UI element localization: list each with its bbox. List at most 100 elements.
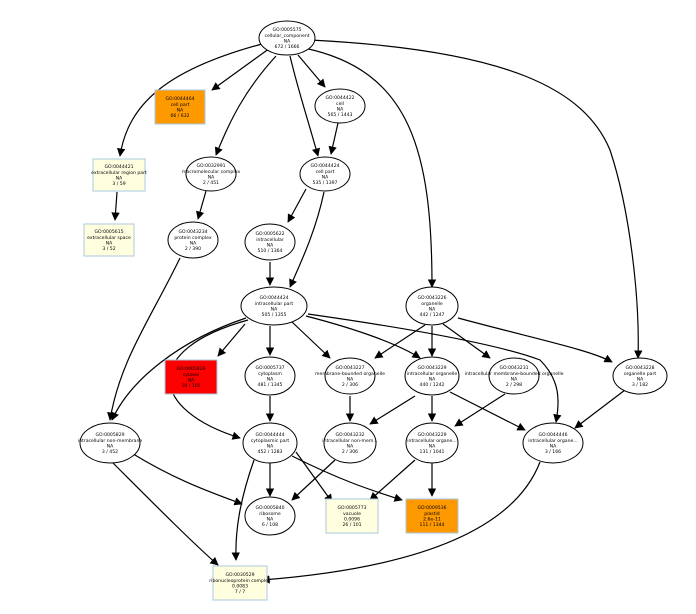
edge-n3-n6 [111,191,120,221]
node-label-line: cell part [316,169,335,175]
node-label-line: NA [267,376,274,382]
node-label-line: GO:0005829 [176,366,205,372]
node-ellipse [522,422,584,464]
node-box [83,223,135,257]
node-label-line: 481 / 1345 [258,382,283,388]
edge-n18-n25 [231,459,255,561]
node-ellipse [612,357,668,395]
edge-n0-n4 [214,55,277,156]
edge-n0-n2 [297,54,326,88]
node-label-line: plastid [424,511,439,517]
edge-n9-n13 [291,321,331,359]
node-label-line: NA [107,443,114,449]
node-box [164,359,218,395]
edge-n19-n22 [291,459,336,501]
node-label-line: 111 / 1344 [420,522,445,528]
node-box [405,498,459,534]
node-ellipse [167,221,219,259]
node-label-line: GO:0005737 [255,365,284,371]
node-label-line: 26 / 101 [342,522,361,528]
node-label-line: NA [429,376,436,382]
node-label-line: GO:0044421 [104,164,133,170]
node-ellipse [242,422,298,464]
node-label-line: 535 / 1397 [313,180,338,186]
edge-n0-n1 [211,47,271,91]
node-label-line: membrane-bounded organelle [315,371,385,377]
node-label-line: GO:0005615 [94,229,123,235]
node-label-line: 6 / 108 [262,522,278,528]
node-label-line: vacuole [343,511,361,517]
edge-n9-n21 [307,313,562,423]
node-label-line: GO:0044444 [255,432,284,438]
node-label-line: NA [322,174,329,180]
edges [107,39,643,584]
node-box [212,565,268,601]
edge-n2-n5 [328,122,339,155]
edge-n4-n7 [196,190,207,220]
node-ellipse [299,156,351,192]
node-label-line: 3 / 166 [545,449,561,455]
node-label-line: GO:0044422 [325,95,354,101]
edge-n18-n24 [291,455,403,502]
edge-n0-n5 [289,55,321,157]
edge-n0-n16 [309,39,643,359]
edge-n7-n17 [107,257,181,421]
node-label-line: NA [347,376,354,382]
node-label-line: 66 / 632 [170,113,189,119]
node-label-line: NA [511,376,518,382]
node-label-line: NA [116,175,123,181]
node-label-line: intracellular organe... [528,438,577,444]
node-ellipse [314,88,366,124]
node-ellipse [79,422,141,464]
node-ellipse [405,422,459,464]
node-label-line: intracellular organe... [407,438,456,444]
node-label-line: organelle [421,301,443,307]
node-label-line: GO:0005829 [95,432,124,438]
node-label-line: GO:0044464 [165,96,194,102]
edge-n18-n23 [295,451,333,503]
node-label-line: 442 / 1247 [420,312,445,318]
node-label-line: GO:0043229 [417,365,446,371]
node-label-line: 2 / 390 [185,246,201,252]
node-label-line: intracellular organelle [407,371,458,377]
node-label-line: NA [267,516,274,522]
edge-n10-n14 [374,324,426,359]
node-box [325,498,379,534]
node-ellipse [323,422,377,464]
edge-n9-n14 [305,315,421,359]
node-label-line: GO:0043229 [417,432,446,438]
node-ellipse [244,356,296,396]
node-label-line: GO:0043234 [178,229,207,235]
node-label-line: cell [336,101,344,107]
node-label-line: NA [267,443,274,449]
node-label-line: 452 / 1283 [258,449,283,455]
node-label-line: NA [208,174,215,180]
node-label-line: ribonucleoprotein complex [209,578,271,584]
node-label-line: cytoplasmic part [251,438,290,444]
node-label-line: GO:0044424 [310,163,339,169]
node-ellipse [244,496,296,536]
node-label-line: GO:0044424 [259,295,288,301]
node-label-line: 672 / 1666 [275,44,300,50]
node-label-line: 3 / 52 [102,246,115,252]
edge-n21-n25 [261,461,541,584]
node-label-line: NA [347,443,354,449]
node-label-line: GO:0043226 [417,295,446,301]
node-label-line: 3 / 182 [632,382,648,388]
